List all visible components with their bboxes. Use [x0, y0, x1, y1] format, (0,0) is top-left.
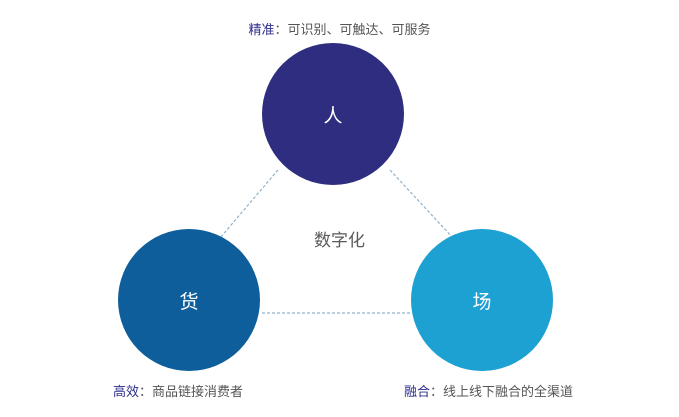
center-label: 数字化 [314, 231, 365, 251]
node-ren-label: 人 [323, 104, 343, 127]
node-ren: 人 [262, 43, 404, 185]
caption-chang: 融合：线上线下融合的全渠道 [404, 381, 573, 400]
caption-huo-text: ：商品链接消费者 [139, 385, 244, 400]
caption-ren-text: ：可识别、可触达、可服务 [274, 23, 431, 38]
caption-huo-key: 高效 [113, 385, 140, 400]
caption-chang-key: 融合 [404, 385, 431, 400]
caption-ren-key: 精准 [248, 23, 275, 38]
node-huo-label: 货 [179, 290, 199, 313]
caption-ren: 精准：可识别、可触达、可服务 [0, 19, 679, 38]
caption-chang-text: ：线上线下融合的全渠道 [430, 385, 574, 400]
node-huo: 货 [118, 229, 260, 371]
node-chang: 场 [411, 229, 553, 371]
connector-ren-chang [389, 169, 454, 239]
caption-huo: 高效：商品链接消费者 [113, 381, 243, 400]
node-chang-label: 场 [472, 290, 492, 313]
